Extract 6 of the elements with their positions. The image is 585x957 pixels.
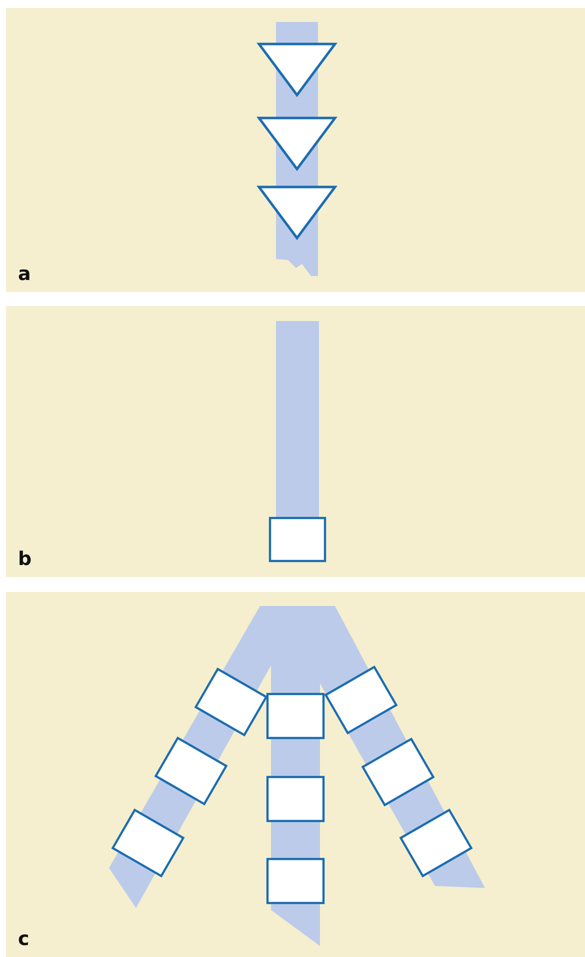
panel (6, 306, 585, 577)
panel-letter: c (18, 930, 30, 949)
panel-letter: b (18, 550, 32, 569)
panel (6, 8, 585, 292)
panel-letter: a (18, 265, 31, 284)
panel (6, 592, 585, 957)
